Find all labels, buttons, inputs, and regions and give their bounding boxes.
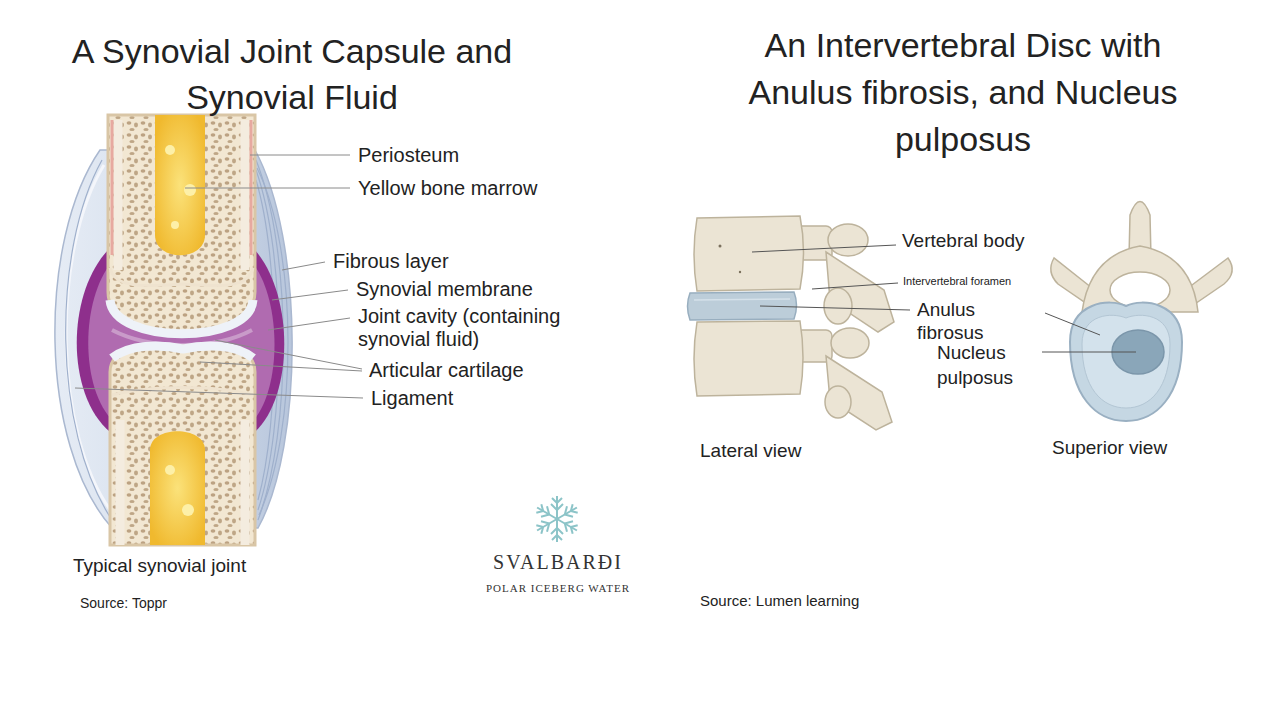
logo-tagline: POLAR ICEBERG WATER <box>458 582 658 595</box>
figure-heading: A Synovial Joint Capsule and Synovial Fl… <box>42 28 542 120</box>
logo-snowflake <box>534 496 580 542</box>
figure-caption: Typical synovial joint <box>73 555 246 578</box>
vertebra-superior-drawing <box>1051 202 1232 422</box>
part-label: Intervertebral foramen <box>903 275 1011 288</box>
logo-wordmark: SVALBARÐI <box>458 550 658 574</box>
leader-lines <box>752 245 1136 352</box>
part-label: Nucleus pulposus <box>937 340 1037 390</box>
source-note: Source: Toppr <box>80 595 167 612</box>
figure-heading: An Intervertebral Disc with Anulus fibro… <box>748 22 1178 163</box>
part-label: Yellow bone marrow <box>358 176 537 200</box>
part-label: Synovial membrane <box>356 277 533 301</box>
part-label: Articular cartilage <box>369 358 524 382</box>
view-caption: Superior view <box>1052 437 1167 460</box>
part-label: Anulus fibrosus <box>917 298 1017 344</box>
part-label: Periosteum <box>358 143 459 167</box>
part-label: Joint cavity (containing synovial fluid) <box>358 305 638 351</box>
vertebrae-lateral-drawing <box>688 216 895 430</box>
source-note: Source: Lumen learning <box>700 592 859 610</box>
view-caption: Lateral view <box>700 440 801 463</box>
part-label: Ligament <box>371 386 453 410</box>
part-label: Vertebral body <box>902 230 1025 253</box>
synovial-joint-drawing <box>55 115 363 545</box>
part-label: Fibrous layer <box>333 249 449 273</box>
